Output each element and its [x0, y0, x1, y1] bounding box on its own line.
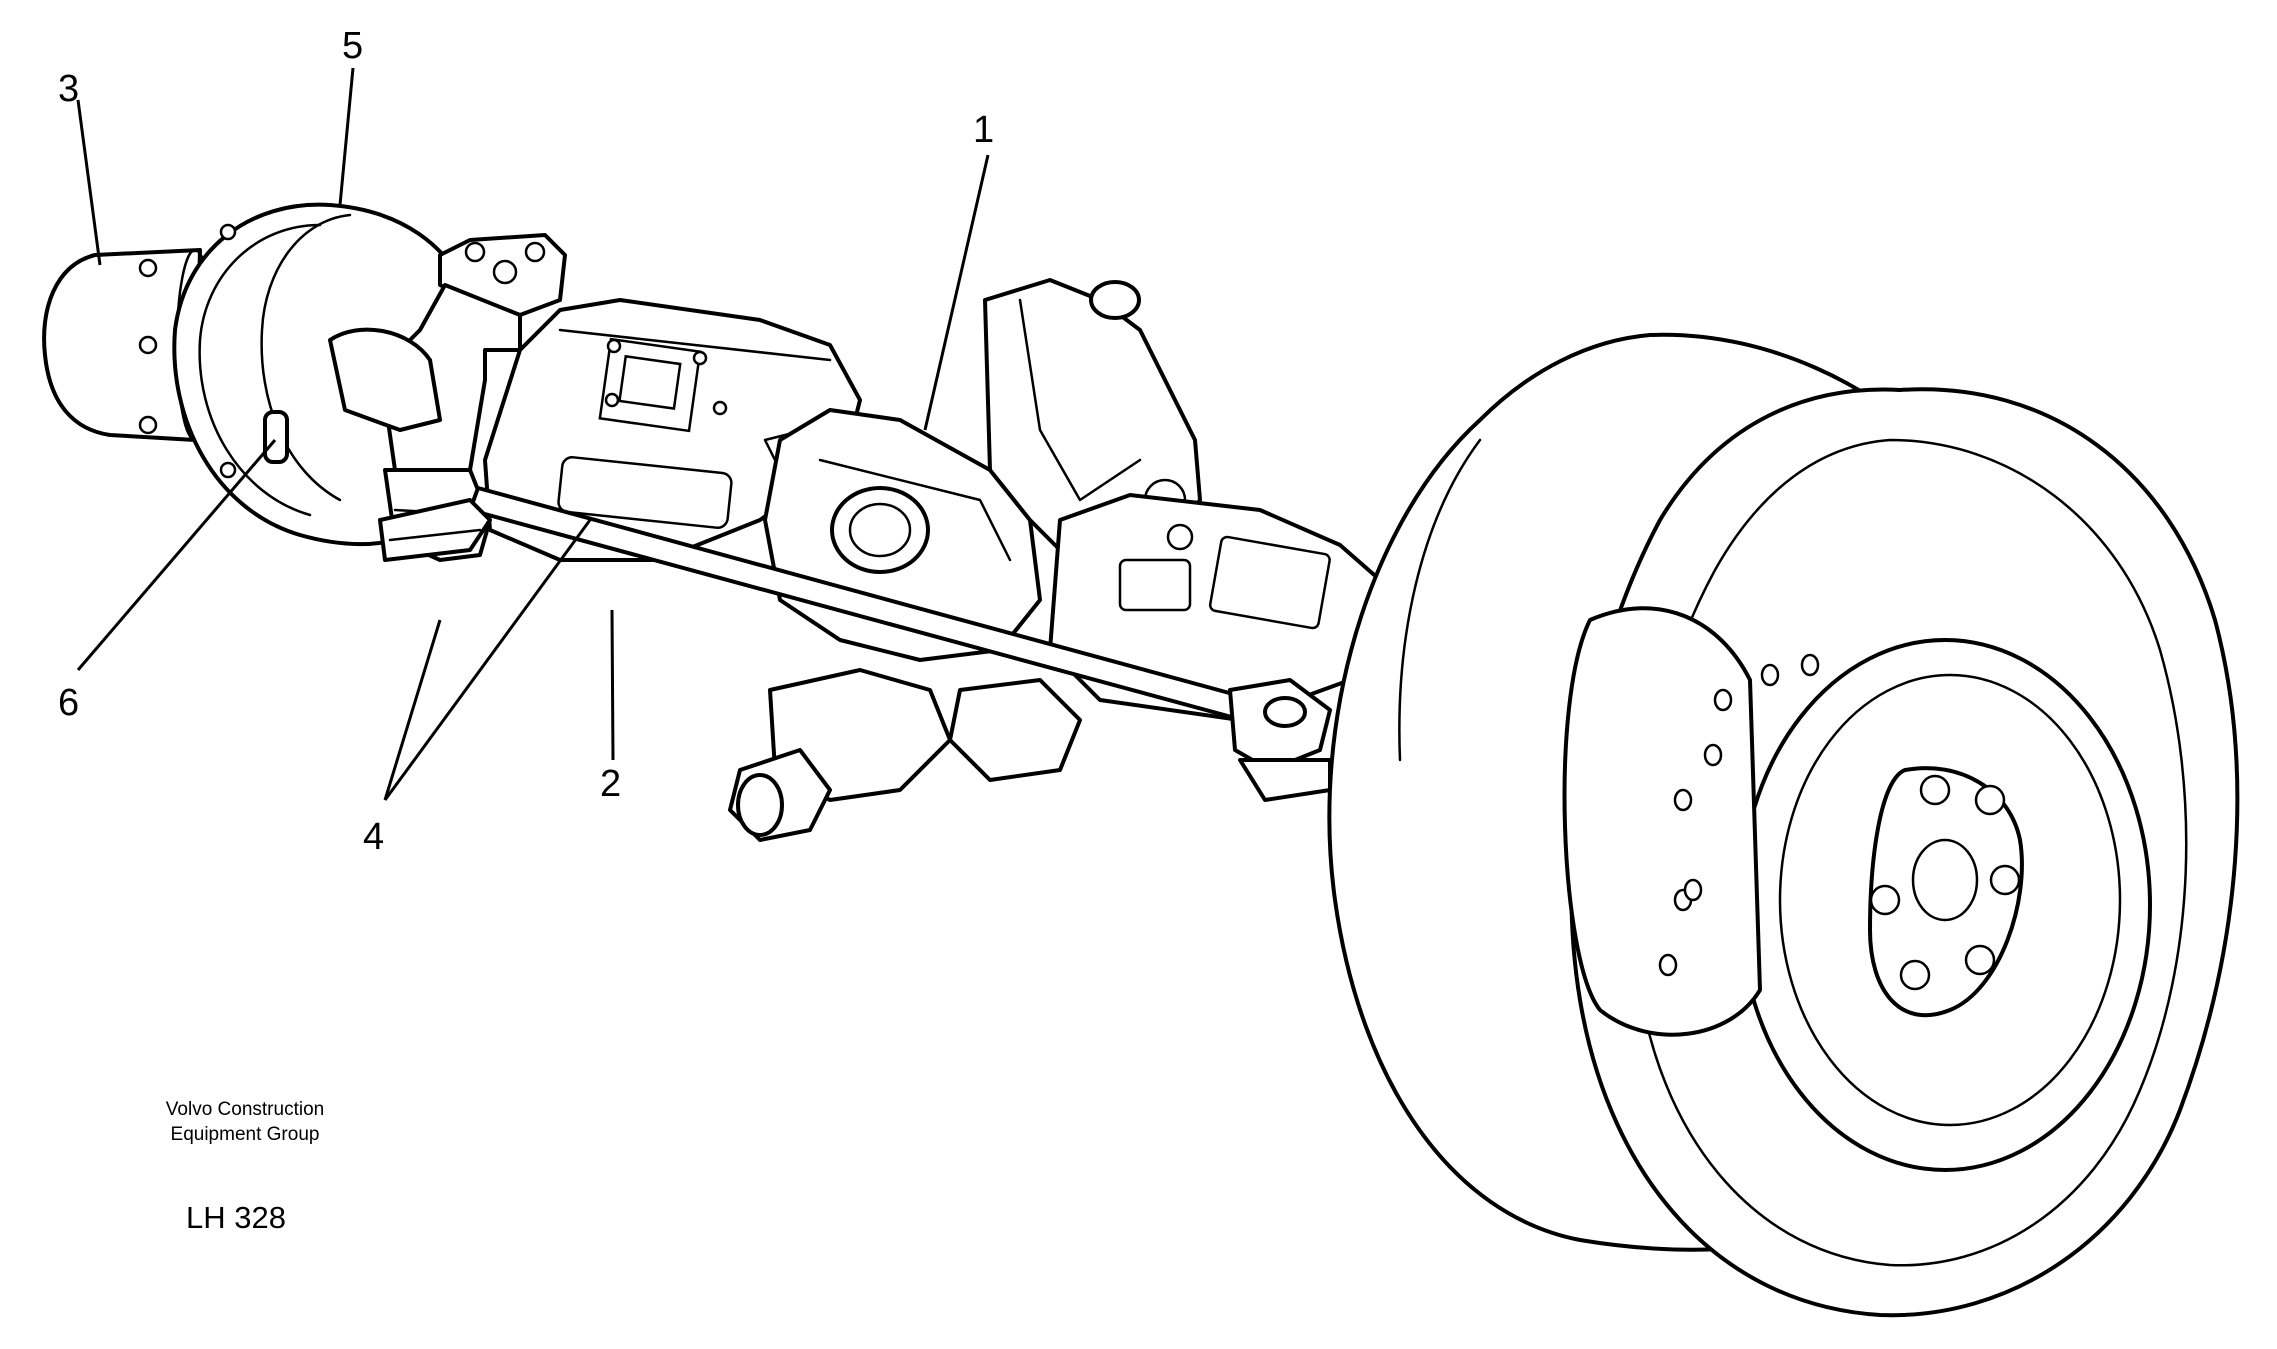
callout-4: 4 — [363, 816, 385, 858]
leader-line-1 — [923, 154, 990, 431]
callout-3: 3 — [58, 68, 80, 110]
credit-line-2: Equipment Group — [170, 1124, 320, 1145]
callout-1: 1 — [973, 109, 995, 151]
publisher-credit: Volvo Construction Equipment Group — [120, 1097, 370, 1147]
leader-line-4a — [383, 619, 442, 801]
callout-6: 6 — [58, 682, 80, 724]
leader-line-6 — [76, 439, 277, 671]
leader-line-3 — [76, 99, 102, 266]
axle-housing — [483, 298, 862, 562]
right-axle-housing — [1048, 493, 1387, 722]
tie-rod — [468, 486, 1332, 802]
callout-5: 5 — [342, 25, 364, 67]
wheel-studs — [1658, 653, 1820, 977]
steering-arms — [378, 498, 492, 562]
right-wheel — [1327, 332, 2240, 1318]
right-hub-cap — [1868, 766, 2024, 1018]
credit-line-1: Volvo Construction — [165, 1099, 325, 1120]
leader-line-4b — [383, 519, 592, 801]
left-wear-indicator — [263, 410, 289, 464]
leader-line-5 — [338, 67, 355, 206]
drawing-code: LH 328 — [186, 1200, 286, 1235]
leader-line-2 — [610, 609, 615, 761]
leader-lines — [76, 67, 990, 801]
drive-shaft-ujoint — [728, 668, 1082, 842]
callout-2: 2 — [600, 763, 622, 805]
